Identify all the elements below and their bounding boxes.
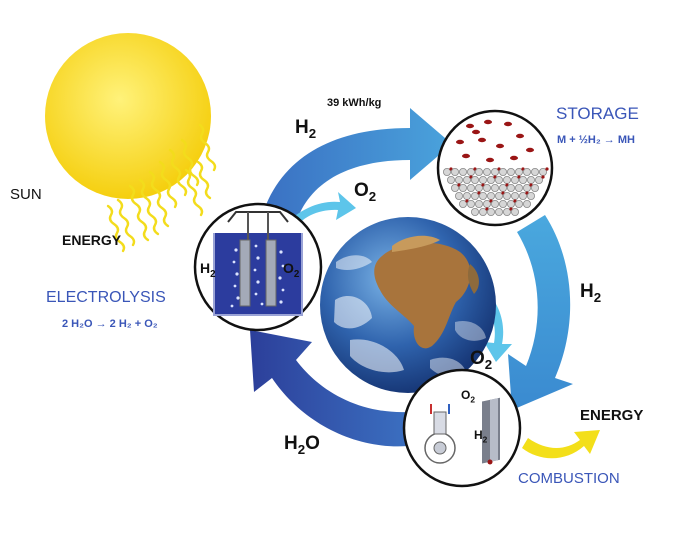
lattice-atom [527,175,536,184]
sun-label: SUN [10,186,42,203]
lattice-atom [486,207,495,216]
sun-icon [45,33,211,199]
lattice-atom [474,167,483,176]
lattice-atom [506,183,515,192]
lattice-atom [515,199,524,208]
energy-output-label: ENERGY [580,407,644,424]
lattice-atom [478,191,487,200]
lattice-atom [498,167,507,176]
lattice-atom [498,199,507,208]
storage-label: STORAGE [556,104,639,123]
lattice-atom [470,207,479,216]
hydrogen-atom [545,167,549,171]
lattice-atom [527,191,536,200]
lattice-atom [531,167,540,176]
lattice-atom [523,199,532,208]
fuel-cell-icon [402,368,522,488]
lattice-atom [462,191,471,200]
lattice-atom [494,175,503,184]
storage-tank-icon [436,109,554,227]
lattice-atom [450,183,459,192]
lattice-atom [502,175,511,184]
lattice-atom [462,175,471,184]
lattice-atom [466,183,475,192]
hydrogen-atom [541,175,545,179]
lattice-atom [450,167,459,176]
lattice-atom [515,183,524,192]
earth-icon [320,217,496,393]
lattice-atom [506,167,515,176]
lattice-atom [486,191,495,200]
lattice-atom [466,199,475,208]
arrow-h2o-to-electrolysis [250,330,408,447]
arrow-h2-to-storage [258,108,452,240]
fuel-cell-h2-label: H2 [474,428,488,445]
lattice-atom [535,175,544,184]
lattice-atom [478,207,487,216]
lattice-atom [502,207,511,216]
lattice-atom [478,175,487,184]
lattice-atom [494,191,503,200]
lattice-atom [531,183,540,192]
lattice-atom [470,175,479,184]
electrolysis-equation: 2 H₂O → 2 H₂ + O₂ [62,318,158,330]
energy-input-label: ENERGY [62,232,122,248]
cell-h2-label: H2 [200,260,216,280]
arrow-energy-output [522,430,600,459]
fuel-cell-o2-label: O2 [461,388,476,405]
lattice-atom [458,183,467,192]
lattice-atom [442,167,451,176]
lattice-atom [446,175,455,184]
energy-density-label: 39 kWh/kg [327,97,382,109]
lattice-atom [510,191,519,200]
lattice-atom [486,175,495,184]
lattice-atom [458,167,467,176]
storage-equation: M + ½H₂ → MH [557,134,635,146]
lattice-atom [494,207,503,216]
arrow-o2-release [284,192,356,232]
lattice-atom [454,191,463,200]
lattice-atom [458,199,467,208]
electrolysis-cell-icon [193,202,323,332]
lattice-atom [474,199,483,208]
lattice-atom [482,167,491,176]
lattice-atom [454,175,463,184]
lattice-atom [482,183,491,192]
cell-o2-label: O2 [283,260,300,280]
o2-right-label: O2 [470,348,493,372]
sun-rays [106,123,217,253]
arrow-h2-to-combustion [508,215,573,410]
lattice-atom [523,167,532,176]
lattice-atom [490,183,499,192]
electrolysis-label: ELECTROLYSIS [46,289,166,306]
lattice-atom [502,191,511,200]
o2-top-label: O2 [354,180,377,204]
lattice-atom [470,191,479,200]
h2-right-label: H2 [580,281,602,305]
lattice-atom [490,199,499,208]
lattice-atom [510,207,519,216]
lattice-atom [519,175,528,184]
lattice-atom [519,191,528,200]
h2-top-label: H2 [295,117,317,141]
h2o-label: H2O [284,433,320,457]
lattice-atom [510,175,519,184]
combustion-label: COMBUSTION [518,470,620,487]
